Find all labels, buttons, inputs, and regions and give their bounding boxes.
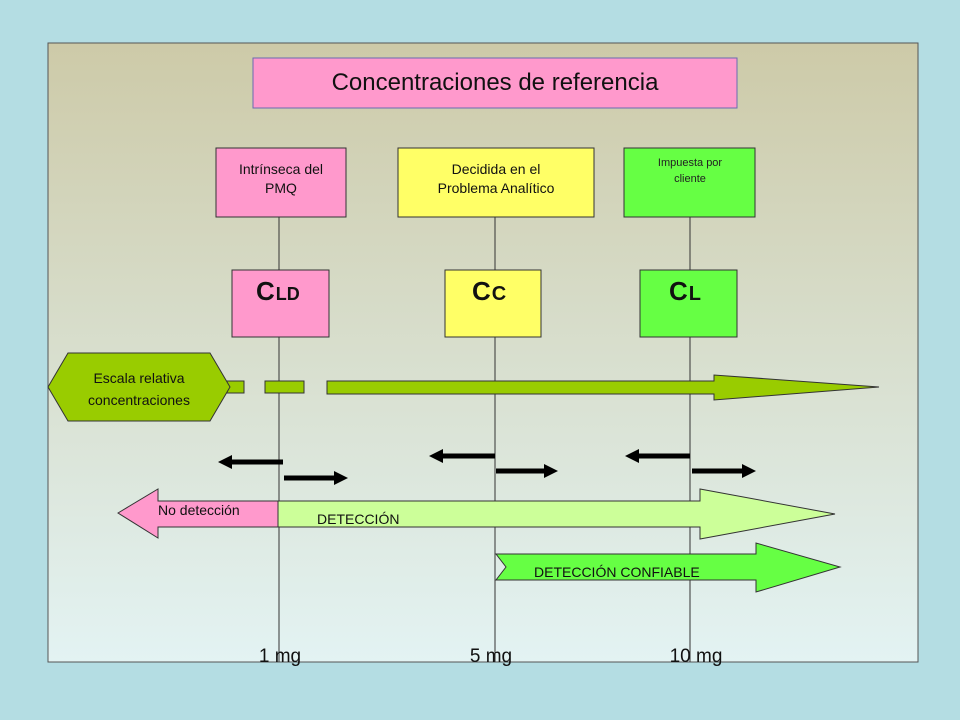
- scale-label-line1: Escala relativa: [93, 370, 184, 386]
- axis-label-10mg: 10 mg: [670, 646, 723, 667]
- no-detection-arrow: [117, 488, 279, 539]
- scale-label-box: [47, 352, 231, 422]
- arrowhead-right-c: [544, 464, 558, 478]
- reliable-detection-arrow: [494, 542, 842, 593]
- scale-segment-2: [264, 380, 305, 394]
- arrowhead-left-ld: [218, 455, 232, 469]
- arrowhead-right-l: [742, 464, 756, 478]
- uncertainty-arrows-l: [625, 449, 756, 478]
- symbol-l-main: C: [669, 276, 688, 306]
- symbol-l-sub: L: [689, 283, 701, 305]
- arrowhead-right-ld: [334, 471, 348, 485]
- symbol-box-l: [639, 269, 738, 338]
- source-box-client: [623, 147, 756, 218]
- source-client-line1: Impuesta por: [658, 157, 723, 169]
- scale-arrow: [326, 374, 880, 401]
- symbol-l: CL: [669, 276, 701, 306]
- detection-arrow: [277, 488, 836, 540]
- symbol-c-sub: C: [492, 283, 506, 305]
- source-decided-line2: Problema Analítico: [438, 180, 555, 196]
- source-client-line2: cliente: [674, 173, 706, 185]
- symbol-ld-sub: LD: [276, 284, 300, 304]
- source-intrinsic-line1: Intrínseca del: [239, 161, 323, 177]
- symbol-c: CC: [472, 276, 506, 306]
- symbol-ld-main: C: [256, 276, 275, 306]
- symbol-box-ld: [231, 269, 330, 338]
- axis-label-5mg: 5 mg: [470, 646, 512, 667]
- reliable-detection-label: DETECCIÓN CONFIABLE: [534, 564, 700, 580]
- source-intrinsic-line2: PMQ: [265, 180, 297, 196]
- uncertainty-arrows-ld: [218, 455, 348, 485]
- symbol-ld: CLD: [256, 276, 300, 306]
- scale-label-line2: concentraciones: [88, 392, 190, 408]
- source-box-decided: [397, 147, 595, 218]
- source-decided-line1: Decidida en el: [452, 161, 541, 177]
- axis-label-1mg: 1 mg: [259, 646, 301, 667]
- arrowhead-left-l: [625, 449, 639, 463]
- title-box: [252, 57, 738, 109]
- symbol-box-c: [444, 269, 542, 338]
- arrowhead-left-c: [429, 449, 443, 463]
- no-detection-label: No detección: [158, 502, 240, 518]
- source-box-intrinsic: [215, 147, 347, 218]
- symbol-c-main: C: [472, 276, 491, 306]
- diagram-title: Concentraciones de referencia: [332, 69, 660, 96]
- detection-label: DETECCIÓN: [317, 511, 399, 527]
- uncertainty-arrows-c: [429, 449, 558, 478]
